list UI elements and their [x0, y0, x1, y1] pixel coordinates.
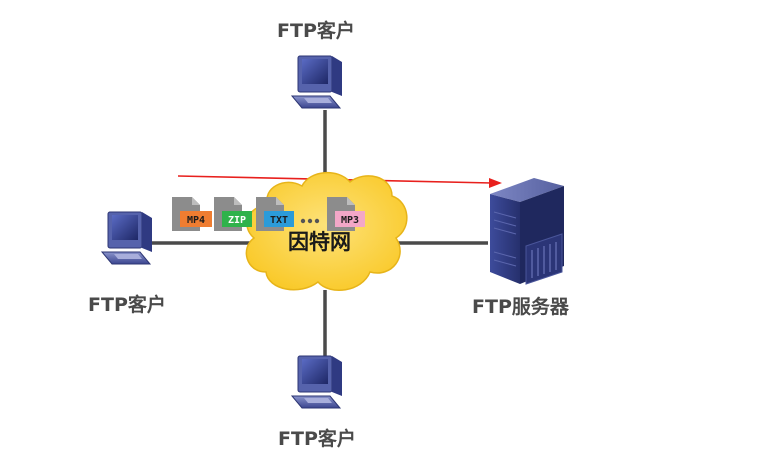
file-icons: MP4 ZIP TXT	[172, 197, 365, 231]
computer-terminal-icon	[100, 211, 152, 265]
file-tag	[264, 211, 294, 227]
ftp-server	[490, 178, 564, 285]
client-label-left: FTP客户	[88, 294, 166, 316]
file-ext-mp4: MP4	[187, 215, 205, 226]
computer-terminal-icon	[290, 55, 342, 109]
file-zip: ZIP	[214, 197, 252, 231]
client-computer-bottom	[290, 355, 342, 409]
internet-cloud-icon	[245, 171, 408, 291]
file-ext-txt: TXT	[270, 215, 288, 226]
computer-terminal-icon	[290, 355, 342, 409]
server-tower-icon	[490, 178, 564, 285]
file-ext-mp3: MP3	[341, 215, 359, 226]
client-label-top: FTP客户	[277, 20, 355, 42]
arrowhead-icon	[489, 178, 502, 188]
file-tag	[335, 211, 365, 227]
server-label: FTP服务器	[472, 296, 569, 318]
file-ext-zip: ZIP	[228, 215, 246, 226]
internet-label: 因特网	[288, 230, 351, 254]
file-mp3: MP3	[327, 197, 365, 231]
file-txt: TXT	[256, 197, 294, 231]
ellipsis-icon	[300, 218, 320, 224]
file-tag	[222, 211, 252, 227]
client-computer-top	[290, 55, 342, 109]
client-computer-left	[100, 211, 152, 265]
client-label-bottom: FTP客户	[278, 428, 356, 450]
file-mp4: MP4	[172, 197, 212, 231]
file-tag	[180, 211, 212, 227]
